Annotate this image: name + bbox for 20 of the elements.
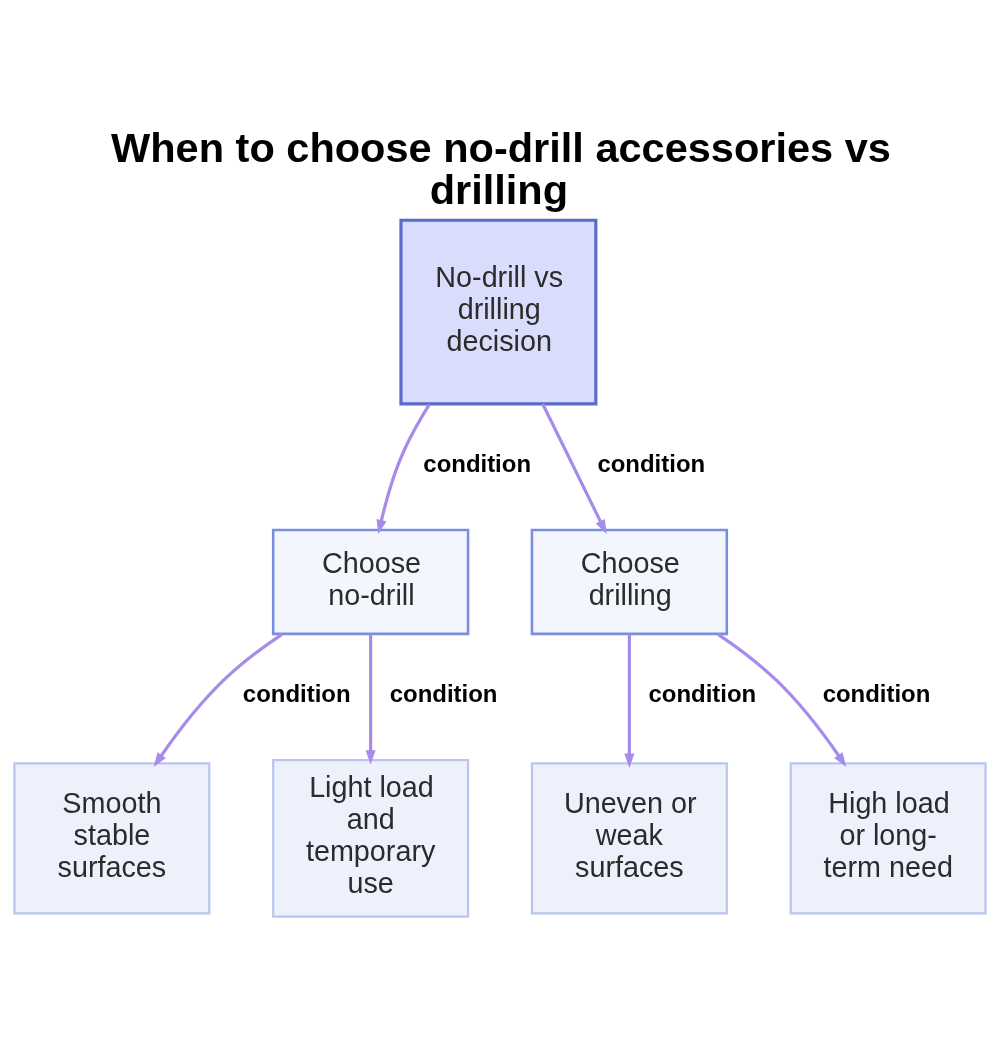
edge-label: condition [423, 449, 532, 477]
arrow [717, 632, 847, 767]
arrow [624, 633, 635, 768]
node-box: Choose no-drill [271, 528, 470, 635]
edge-label: condition [648, 679, 757, 707]
node-box: Choose drilling [530, 528, 729, 635]
arrow [153, 632, 283, 767]
arrow [376, 403, 431, 534]
edge-label: condition [242, 679, 351, 707]
diagram-title: When to choose no-drill accessories vs drilling [111, 123, 891, 213]
arrow [541, 402, 607, 534]
edge-label: condition [822, 679, 931, 707]
edge-label: condition [597, 449, 706, 477]
node-box: Smooth stable surfaces [13, 761, 211, 915]
node-box: High load or long-term need [789, 761, 987, 915]
node-box: Uneven or weak surfaces [530, 761, 728, 915]
edge-label: condition [389, 679, 498, 707]
arrow [365, 633, 376, 765]
node-box: No-drill vs drilling decision [399, 218, 598, 405]
node-box: Light load and temporary use [272, 758, 470, 918]
